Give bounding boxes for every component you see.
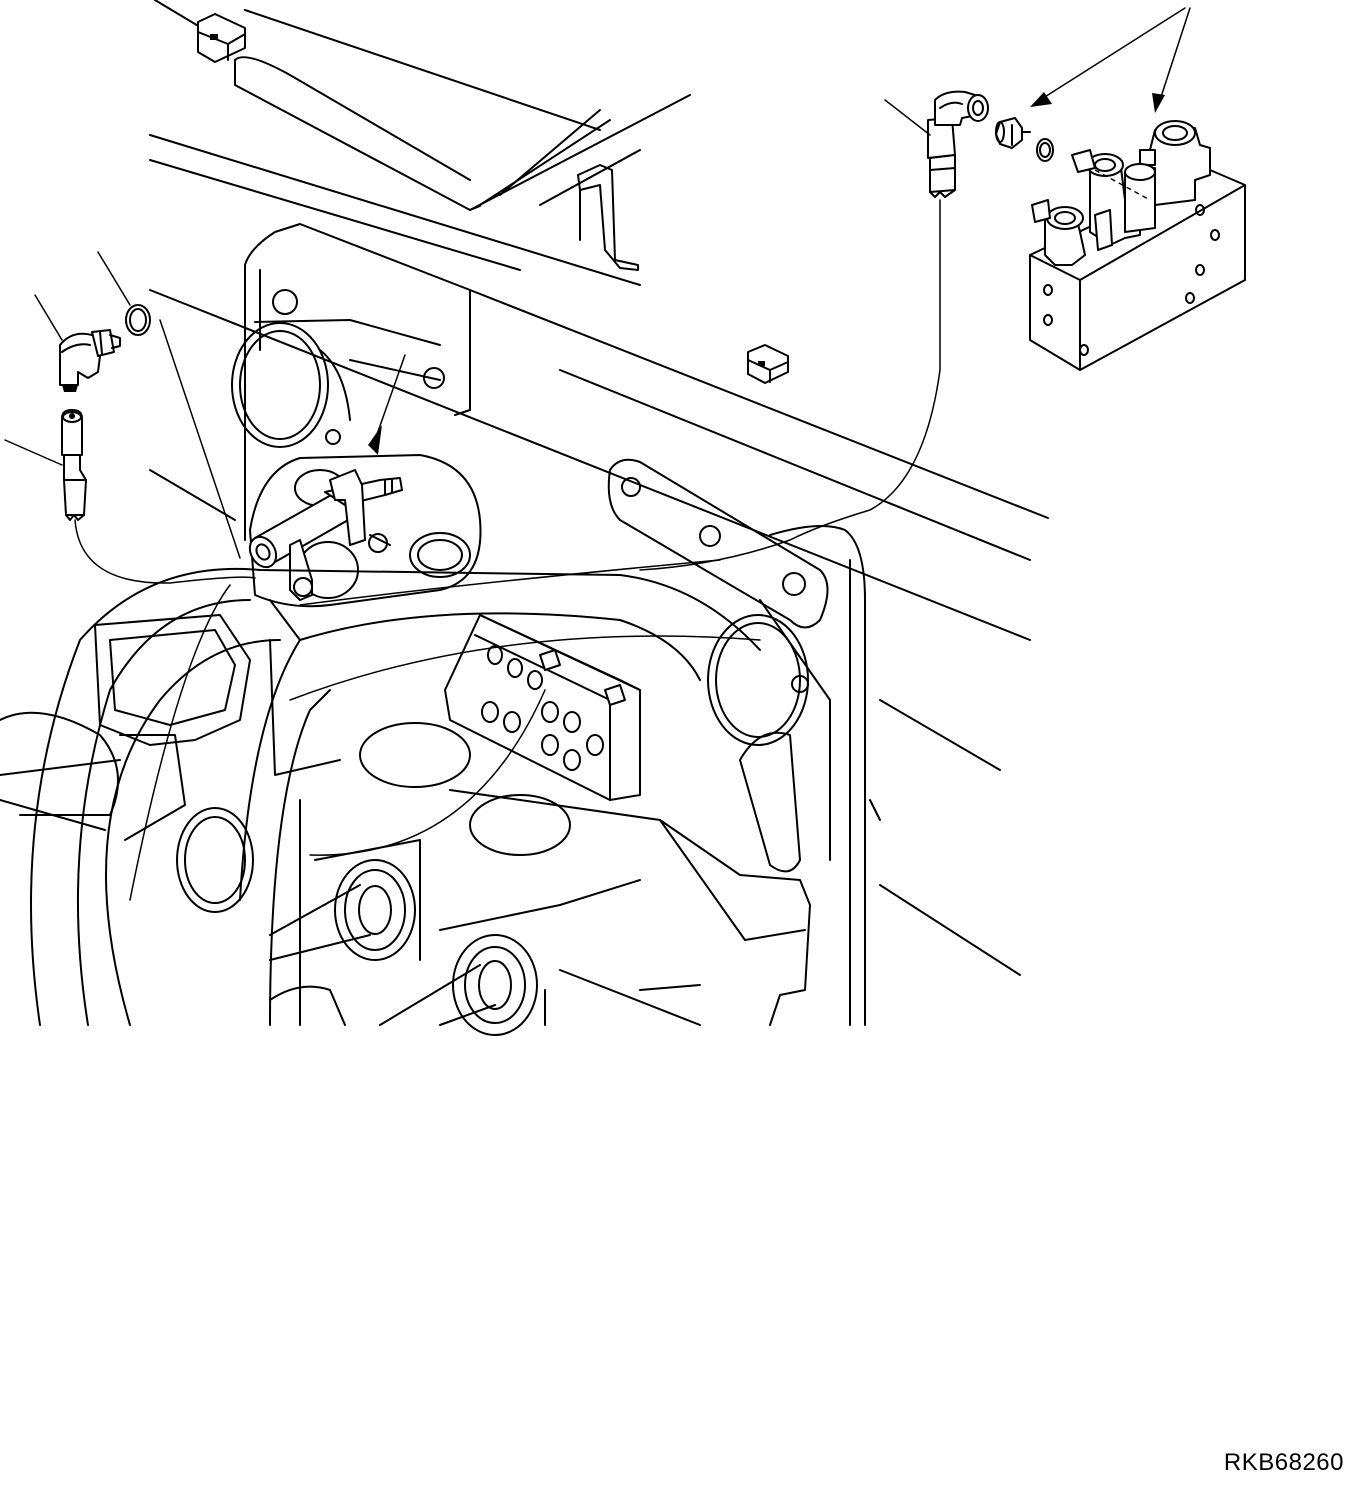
main-frame-plate: [245, 224, 470, 540]
wiring-harness: [75, 200, 940, 900]
callout-leader-adapter-right: [1040, 8, 1185, 100]
hose-end-right: [928, 118, 955, 197]
hose-clamp-top: [198, 14, 245, 62]
callout-leader-elbow-left: [35, 295, 62, 340]
elbow-fitting-left: [60, 330, 120, 392]
solenoid-valve-front: [1032, 200, 1112, 265]
right-frame-section: [740, 526, 880, 1025]
cross-shaft: [0, 713, 185, 840]
figure-code: RKB68260: [1223, 1449, 1344, 1476]
o-ring-left: [126, 305, 150, 335]
callout-leader-oring-left: [98, 252, 130, 305]
frame-outline-lines: [150, 0, 1048, 975]
vertical-bracket: [578, 165, 638, 270]
lower-arm-beam: [440, 790, 810, 1025]
solenoid-valve-rear: [1140, 121, 1210, 205]
callout-leader-hose-left: [5, 440, 62, 465]
adapter-right: [996, 118, 1030, 148]
lower-flange-bottom: [270, 987, 545, 1025]
callout-leader-hose-right: [885, 100, 930, 135]
connector-block: [445, 615, 640, 800]
callout-leader-sensor: [375, 355, 405, 440]
hose-clamp-middle: [748, 345, 788, 383]
right-lever-link: [609, 460, 828, 628]
lower-frame-body: [31, 569, 760, 1025]
elbow-fitting-right: [935, 92, 988, 125]
hose-end-left: [62, 410, 86, 520]
pressure-sensor: [245, 470, 402, 600]
callout-leaders: [5, 8, 1190, 558]
frame-window: [95, 615, 250, 745]
left-boss-cap: [232, 323, 350, 447]
right-boss-cap: [708, 615, 808, 745]
top-cover-plate: [235, 10, 690, 210]
lower-flange-left: [270, 840, 420, 960]
lower-flange-right: [380, 935, 537, 1035]
o-ring-right: [1037, 139, 1053, 161]
